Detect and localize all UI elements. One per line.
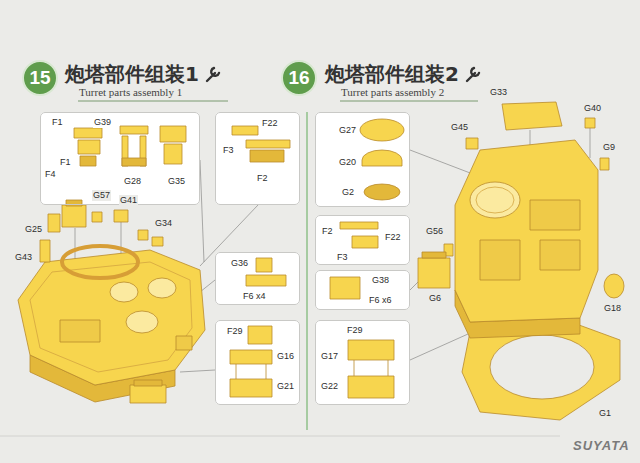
part-label: G57	[92, 190, 111, 201]
part-label: G22	[320, 381, 339, 392]
part-label: G38	[371, 275, 390, 286]
sub-assembly-box: F29G17G22	[315, 320, 410, 405]
part-label: F1	[59, 157, 72, 168]
part-label: F29	[346, 325, 364, 336]
sub-assembly-box: G38 F6 x6	[315, 270, 410, 310]
part-label: G21	[276, 381, 295, 392]
step-heading: 炮塔部件组装1	[64, 62, 200, 86]
part-label: F22	[261, 118, 279, 129]
part-label: F4	[44, 169, 57, 180]
step-number-text: 15	[29, 67, 50, 89]
part-label: G41	[119, 195, 138, 206]
part-label: F6 x6	[368, 295, 393, 306]
part-label: F3	[336, 252, 349, 263]
sub-assembly-box: F1G39F1F4G28G35	[40, 112, 200, 205]
sub-assembly-box: F2F22F3	[315, 215, 410, 265]
part-label: G25	[24, 224, 43, 235]
step-subtitle: Turret parts assembly 2	[340, 86, 445, 99]
part-label: F29	[226, 326, 244, 337]
step-number-text: 16	[288, 67, 309, 89]
part-label: G40	[583, 103, 602, 114]
part-label: F1	[51, 117, 64, 128]
step-number: 15	[22, 60, 58, 96]
part-label: G2	[341, 187, 355, 198]
sub-assembly-box: F22F3F2	[215, 112, 300, 205]
sub-assembly-box: F29G16G21	[215, 320, 300, 405]
part-label: F6 x4	[242, 291, 267, 302]
part-label: G34	[154, 218, 173, 229]
part-label: F22	[384, 232, 402, 243]
part-label: F2	[321, 226, 334, 237]
part-label: G43	[14, 252, 33, 263]
sub-assembly-box: G27G20G2	[315, 112, 410, 207]
step-heading: 炮塔部件组装2	[324, 62, 460, 86]
part-label: G33	[489, 87, 508, 98]
part-label: G56	[425, 226, 444, 237]
brand-mark: SUYATA	[572, 438, 631, 453]
part-label: G1	[598, 408, 612, 419]
part-label: G18	[603, 303, 622, 314]
part-label: G9	[602, 142, 616, 153]
part-label: G6	[428, 293, 442, 304]
step-subtitle: Turret parts assembly 1	[78, 86, 183, 99]
part-label: F3	[222, 145, 235, 156]
part-label: G17	[320, 351, 339, 362]
part-label: F2	[256, 173, 269, 184]
part-label: G28	[123, 176, 142, 187]
part-label: G27	[338, 125, 357, 136]
step-number: 16	[281, 60, 317, 96]
part-label: G20	[338, 157, 357, 168]
part-label: G45	[450, 122, 469, 133]
part-label: G39	[93, 117, 112, 128]
wrench-icon	[464, 65, 482, 83]
part-label: G35	[167, 176, 186, 187]
sub-assembly-box: G36 F6 x4	[215, 252, 300, 305]
part-label: G36	[230, 258, 249, 269]
part-label: G16	[276, 351, 295, 362]
wrench-icon	[204, 65, 222, 83]
